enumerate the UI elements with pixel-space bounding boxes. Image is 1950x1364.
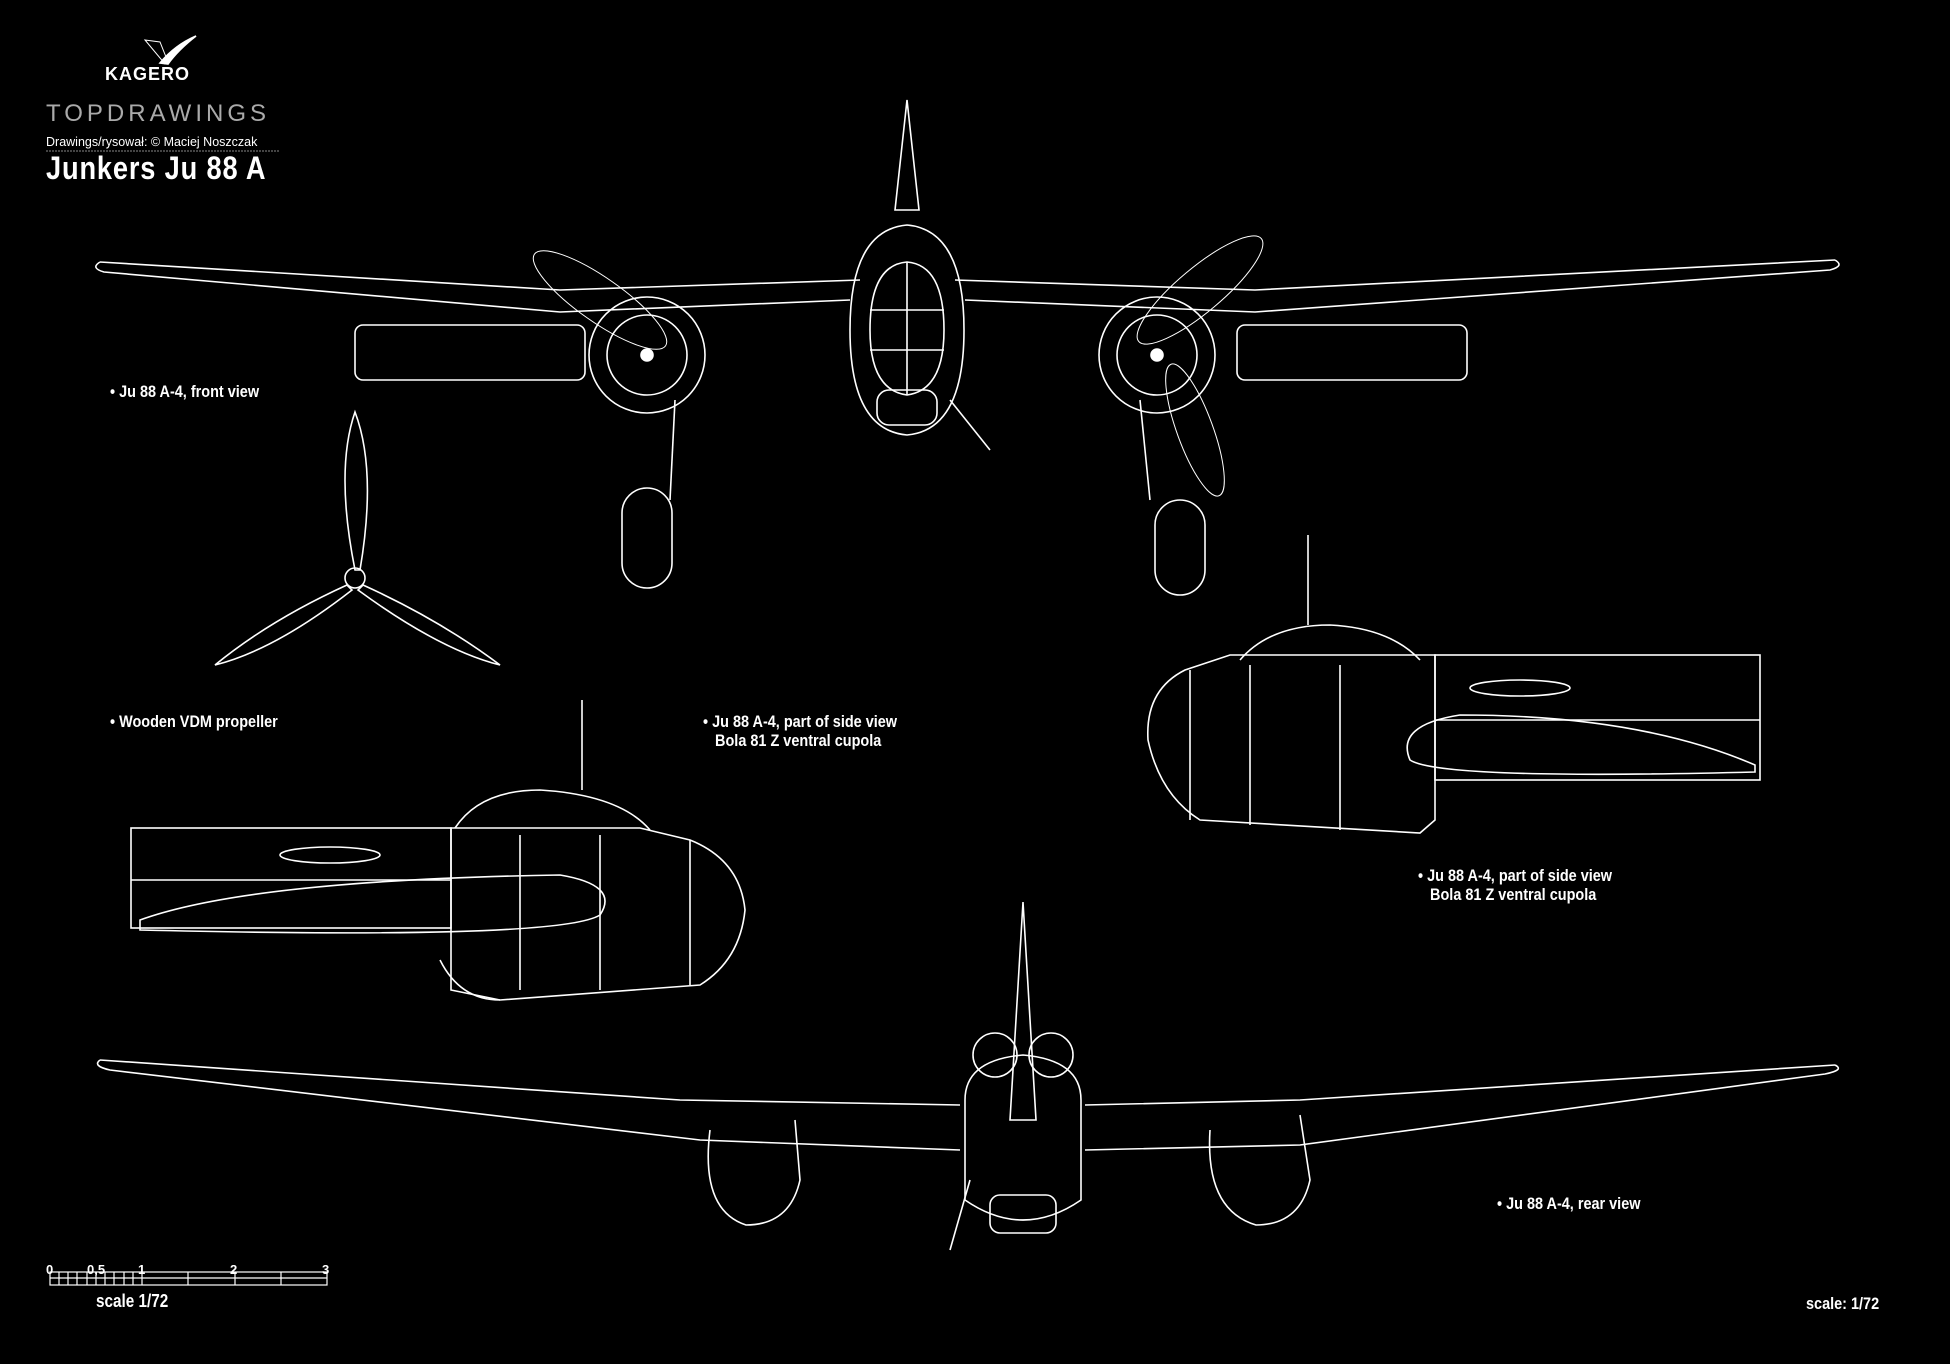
scale-tick-0-5: 0,5 bbox=[87, 1262, 106, 1277]
scale-tick-0: 0 bbox=[46, 1262, 54, 1277]
left-side-view-drawing bbox=[130, 700, 746, 1001]
side-view-left-label: • Ju 88 A-4, part of side view Bola 81 Z… bbox=[703, 712, 898, 750]
scale-bar-label: scale 1/72 bbox=[96, 1291, 169, 1311]
scale-bar bbox=[49, 1271, 328, 1286]
propeller-drawing bbox=[214, 409, 501, 666]
topdrawings-logo-text: TOPDRAWINGS bbox=[46, 100, 271, 127]
scale-tick-2: 2 bbox=[230, 1262, 238, 1277]
kagero-logo-icon bbox=[143, 35, 197, 65]
front-view-label: • Ju 88 A-4, front view bbox=[110, 382, 260, 401]
side-view-right-label: • Ju 88 A-4, part of side view Bola 81 Z… bbox=[1418, 866, 1613, 904]
propeller-label: • Wooden VDM propeller bbox=[110, 712, 278, 731]
page-title: Junkers Ju 88 A bbox=[46, 150, 267, 186]
scale-tick-1: 1 bbox=[138, 1262, 146, 1277]
front-view-drawing bbox=[95, 99, 1840, 596]
scale-tick-3: 3 bbox=[322, 1262, 330, 1277]
rear-view-drawing bbox=[96, 901, 1840, 1251]
rear-view-label: • Ju 88 A-4, rear view bbox=[1497, 1194, 1641, 1213]
kagero-logo-text: KAGERO bbox=[105, 64, 191, 84]
credit-text: Drawings/rysował: © Maciej Noszczak bbox=[46, 135, 258, 149]
right-side-view-drawing bbox=[1147, 535, 1761, 834]
scale-note: scale: 1/72 bbox=[1806, 1294, 1880, 1313]
